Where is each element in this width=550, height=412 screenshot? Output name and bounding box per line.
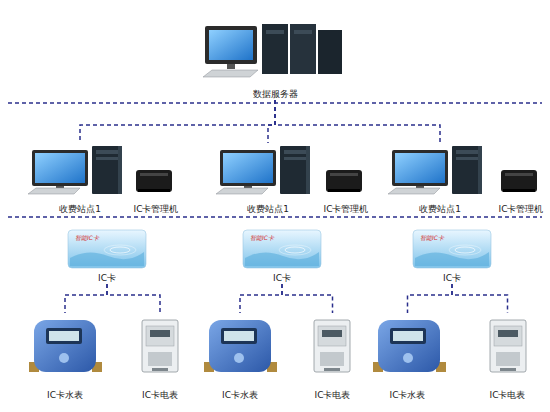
electric-meter-icon: [142, 320, 178, 372]
card-manager-node: IC卡管理机: [320, 158, 372, 215]
station-node: 收费站点1: [218, 143, 318, 215]
node-label: 数据服务器: [175, 89, 375, 100]
node-label: IC卡: [223, 273, 341, 284]
node-label: 收费站点1: [370, 204, 510, 215]
ic-card-icon: [68, 230, 146, 268]
node-label: IC卡: [393, 273, 511, 284]
dashed-connector: [452, 284, 508, 313]
station-node: 收费站点1: [390, 143, 490, 215]
dashed-connector: [282, 284, 333, 313]
card-reader-icon: [136, 170, 172, 192]
card-reader-icon: [501, 170, 537, 192]
water-meter-icon: [373, 320, 446, 372]
computer-icon: [28, 146, 122, 194]
electric-meter-node: IC卡电表: [305, 313, 360, 401]
node-label: 收费站点1: [10, 204, 150, 215]
separator-line: [8, 216, 542, 218]
ic-card-icon: [243, 230, 321, 268]
water-meter-icon: [204, 320, 277, 372]
server-node: 数据服务器: [195, 22, 355, 100]
card-print: 智能IC卡: [250, 234, 274, 241]
dashed-connector: [240, 284, 282, 313]
electric-meter-node: IC卡电表: [130, 313, 190, 401]
node-label: IC卡水表: [180, 390, 300, 401]
electric-meter-node: IC卡电表: [480, 313, 535, 401]
dashed-connector: [268, 100, 275, 143]
card-manager-node: IC卡管理机: [495, 158, 547, 215]
card-print: 智能IC卡: [420, 234, 444, 241]
dashed-connector: [80, 100, 275, 143]
ic-card-icon: [413, 230, 491, 268]
water-meter-node: IC卡水表: [370, 313, 445, 401]
electric-meter-icon: [490, 320, 526, 372]
server-computer: [203, 24, 342, 77]
ic-card-node: 智能IC卡IC卡: [68, 228, 146, 284]
card-manager-node: IC卡管理机: [130, 158, 182, 215]
station-node: 收费站点1: [30, 143, 130, 215]
dashed-connector: [408, 284, 453, 313]
computer-icon: [388, 146, 482, 194]
node-label: IC卡水表: [5, 390, 125, 401]
dashed-connector: [275, 100, 440, 143]
card-reader-icon: [326, 170, 362, 192]
node-label: IC卡: [48, 273, 166, 284]
water-meter-node: IC卡水表: [200, 313, 280, 401]
water-meter-node: IC卡水表: [25, 313, 105, 401]
dashed-connector: [107, 284, 160, 313]
ic-card-node: 智能IC卡IC卡: [243, 228, 321, 284]
node-label: IC卡管理机: [110, 204, 202, 215]
electric-meter-icon: [314, 320, 350, 372]
node-label: IC卡水表: [350, 390, 465, 401]
node-label: IC卡电表: [460, 390, 550, 401]
node-label: IC卡管理机: [475, 204, 550, 215]
node-label: IC卡电表: [110, 390, 210, 401]
node-label: IC卡电表: [285, 390, 380, 401]
ic-card-node: 智能IC卡IC卡: [413, 228, 491, 284]
node-label: 收费站点1: [198, 204, 338, 215]
card-print: 智能IC卡: [75, 234, 99, 241]
computer-icon: [216, 146, 310, 194]
water-meter-icon: [29, 320, 102, 372]
dashed-connector: [65, 284, 107, 313]
node-label: IC卡管理机: [300, 204, 392, 215]
